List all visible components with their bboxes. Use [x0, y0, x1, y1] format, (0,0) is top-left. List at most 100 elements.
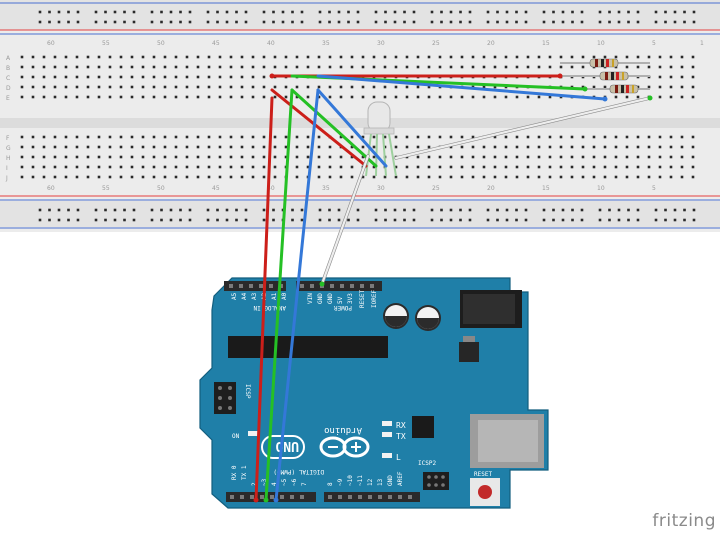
- header-pin[interactable]: [269, 284, 273, 288]
- rail-hole: [169, 218, 173, 222]
- breadboard-hole: [636, 155, 640, 159]
- header-pin[interactable]: [360, 284, 364, 288]
- header-pin[interactable]: [270, 495, 274, 499]
- green-wire-arduino[interactable]: [264, 88, 294, 502]
- header-pin[interactable]: [398, 495, 402, 499]
- breadboard-hole: [86, 175, 90, 179]
- row-letter-h: H: [6, 155, 11, 162]
- rail-hole: [449, 218, 453, 222]
- rail-hole: [449, 208, 453, 212]
- pin-label-tx1: TX 1: [241, 465, 248, 480]
- breadboard-hole: [548, 175, 552, 179]
- breadboard-hole: [295, 85, 299, 89]
- header-pin[interactable]: [229, 284, 233, 288]
- header-pin[interactable]: [230, 495, 234, 499]
- breadboard-hole: [449, 155, 453, 159]
- white-wire-arduino[interactable]: [320, 154, 370, 286]
- rail-hole: [636, 20, 640, 24]
- rail-hole: [67, 218, 70, 222]
- pin-label-3v3: 3V3: [347, 293, 354, 304]
- rail-hole: [580, 20, 584, 24]
- resistor-2[interactable]: [560, 71, 650, 81]
- header-pin[interactable]: [240, 495, 244, 499]
- header-pin[interactable]: [338, 495, 342, 499]
- breadboard-hole: [262, 145, 266, 149]
- breadboard-hole: [394, 165, 398, 169]
- green-wire-led[interactable]: [290, 88, 378, 168]
- rail-hole: [235, 208, 238, 212]
- header-pin[interactable]: [340, 284, 344, 288]
- rail-hole: [38, 20, 42, 24]
- breadboard-hole: [482, 155, 486, 159]
- breadboard-hole: [581, 145, 585, 149]
- header-pin[interactable]: [310, 284, 314, 288]
- resistor-1[interactable]: [560, 58, 650, 68]
- header-pin[interactable]: [250, 495, 254, 499]
- breadboard-hole: [284, 135, 288, 139]
- header-pin[interactable]: [328, 495, 332, 499]
- rail-hole: [160, 208, 163, 212]
- header-pin[interactable]: [260, 495, 264, 499]
- blue-wire-led[interactable]: [316, 88, 388, 168]
- header-pin[interactable]: [330, 284, 334, 288]
- header-pin[interactable]: [368, 495, 372, 499]
- header-pin[interactable]: [300, 495, 304, 499]
- breadboard-hole: [339, 155, 343, 159]
- breadboard-hole: [570, 155, 574, 159]
- breadboard-hole: [383, 175, 387, 179]
- breadboard-hole: [53, 135, 57, 139]
- breadboard-hole: [416, 175, 420, 179]
- header-pin[interactable]: [388, 495, 392, 499]
- rgb-led[interactable]: [363, 101, 397, 177]
- rail-hole: [654, 218, 658, 222]
- power-header: [296, 281, 382, 291]
- breadboard-hole: [636, 165, 640, 169]
- breadboard-hole: [570, 145, 574, 149]
- header-pin[interactable]: [239, 284, 243, 288]
- blue-wire-arduino[interactable]: [274, 88, 320, 502]
- header-pin[interactable]: [259, 284, 263, 288]
- breadboard-hole: [64, 95, 68, 99]
- header-pin[interactable]: [280, 495, 284, 499]
- breadboard-hole: [130, 55, 134, 59]
- breadboard-hole: [185, 65, 189, 69]
- rail-hole: [683, 10, 686, 14]
- arduino-uno[interactable]: ANALOG IN POWER A5 A4 A3 A2 A1 A0 VIN GN…: [199, 277, 549, 509]
- red-wire-arduino[interactable]: [254, 96, 274, 502]
- col-num-25: 25: [432, 40, 440, 47]
- header-pin[interactable]: [408, 495, 412, 499]
- breadboard-hole: [152, 135, 156, 139]
- resistors[interactable]: [560, 58, 650, 94]
- breadboard-body: [0, 0, 720, 232]
- header-pin[interactable]: [378, 495, 382, 499]
- breadboard-hole: [328, 65, 332, 69]
- header-pin[interactable]: [348, 495, 352, 499]
- breadboard-hole: [141, 55, 145, 59]
- rail-hole: [459, 208, 462, 212]
- breadboard-hole: [86, 65, 90, 69]
- breadboard-hole: [372, 135, 376, 139]
- header-pin[interactable]: [370, 284, 374, 288]
- rail-hole: [617, 218, 621, 222]
- breadboard-hole: [526, 55, 530, 59]
- header-pin[interactable]: [290, 495, 294, 499]
- header-pin[interactable]: [300, 284, 304, 288]
- white-wire-top[interactable]: [394, 96, 652, 160]
- header-pin[interactable]: [249, 284, 253, 288]
- header-pin[interactable]: [358, 495, 362, 499]
- header-pin[interactable]: [350, 284, 354, 288]
- rail-hole: [608, 218, 611, 222]
- blue-wire-top[interactable]: [316, 74, 607, 101]
- breadboard-hole: [20, 55, 24, 59]
- col-num-55-bottom: 55: [102, 185, 110, 192]
- breadboard-hole: [317, 55, 321, 59]
- breadboard-hole: [207, 135, 211, 139]
- capacitor-2: [415, 305, 441, 331]
- wires[interactable]: [253, 73, 653, 503]
- red-wire-led[interactable]: [270, 88, 368, 168]
- rail-hole: [48, 218, 51, 222]
- resistor-3[interactable]: [585, 84, 650, 94]
- breadboard-hole: [262, 155, 266, 159]
- breadboard-hole: [174, 65, 178, 69]
